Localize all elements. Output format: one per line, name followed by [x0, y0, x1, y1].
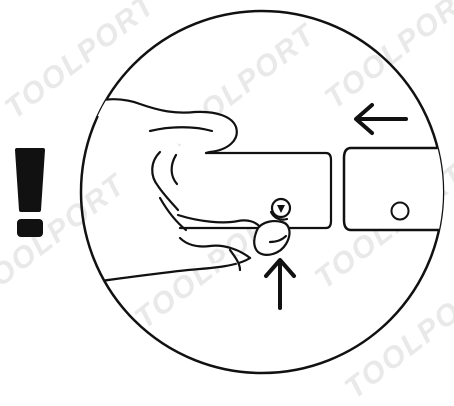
assembly-illustration: TOOLPORT TOOLPORT TOOLPORT TOOLPORT TOOL… — [0, 0, 454, 385]
arrow-left-icon — [356, 105, 406, 133]
arrow-up-icon — [266, 260, 294, 308]
tube-hole — [392, 203, 409, 220]
exclamation-mark-icon — [17, 150, 43, 237]
inner-tube — [344, 148, 454, 230]
hand-with-tube — [70, 99, 331, 285]
outer-tube — [180, 153, 331, 228]
diagram-canvas — [0, 0, 454, 385]
